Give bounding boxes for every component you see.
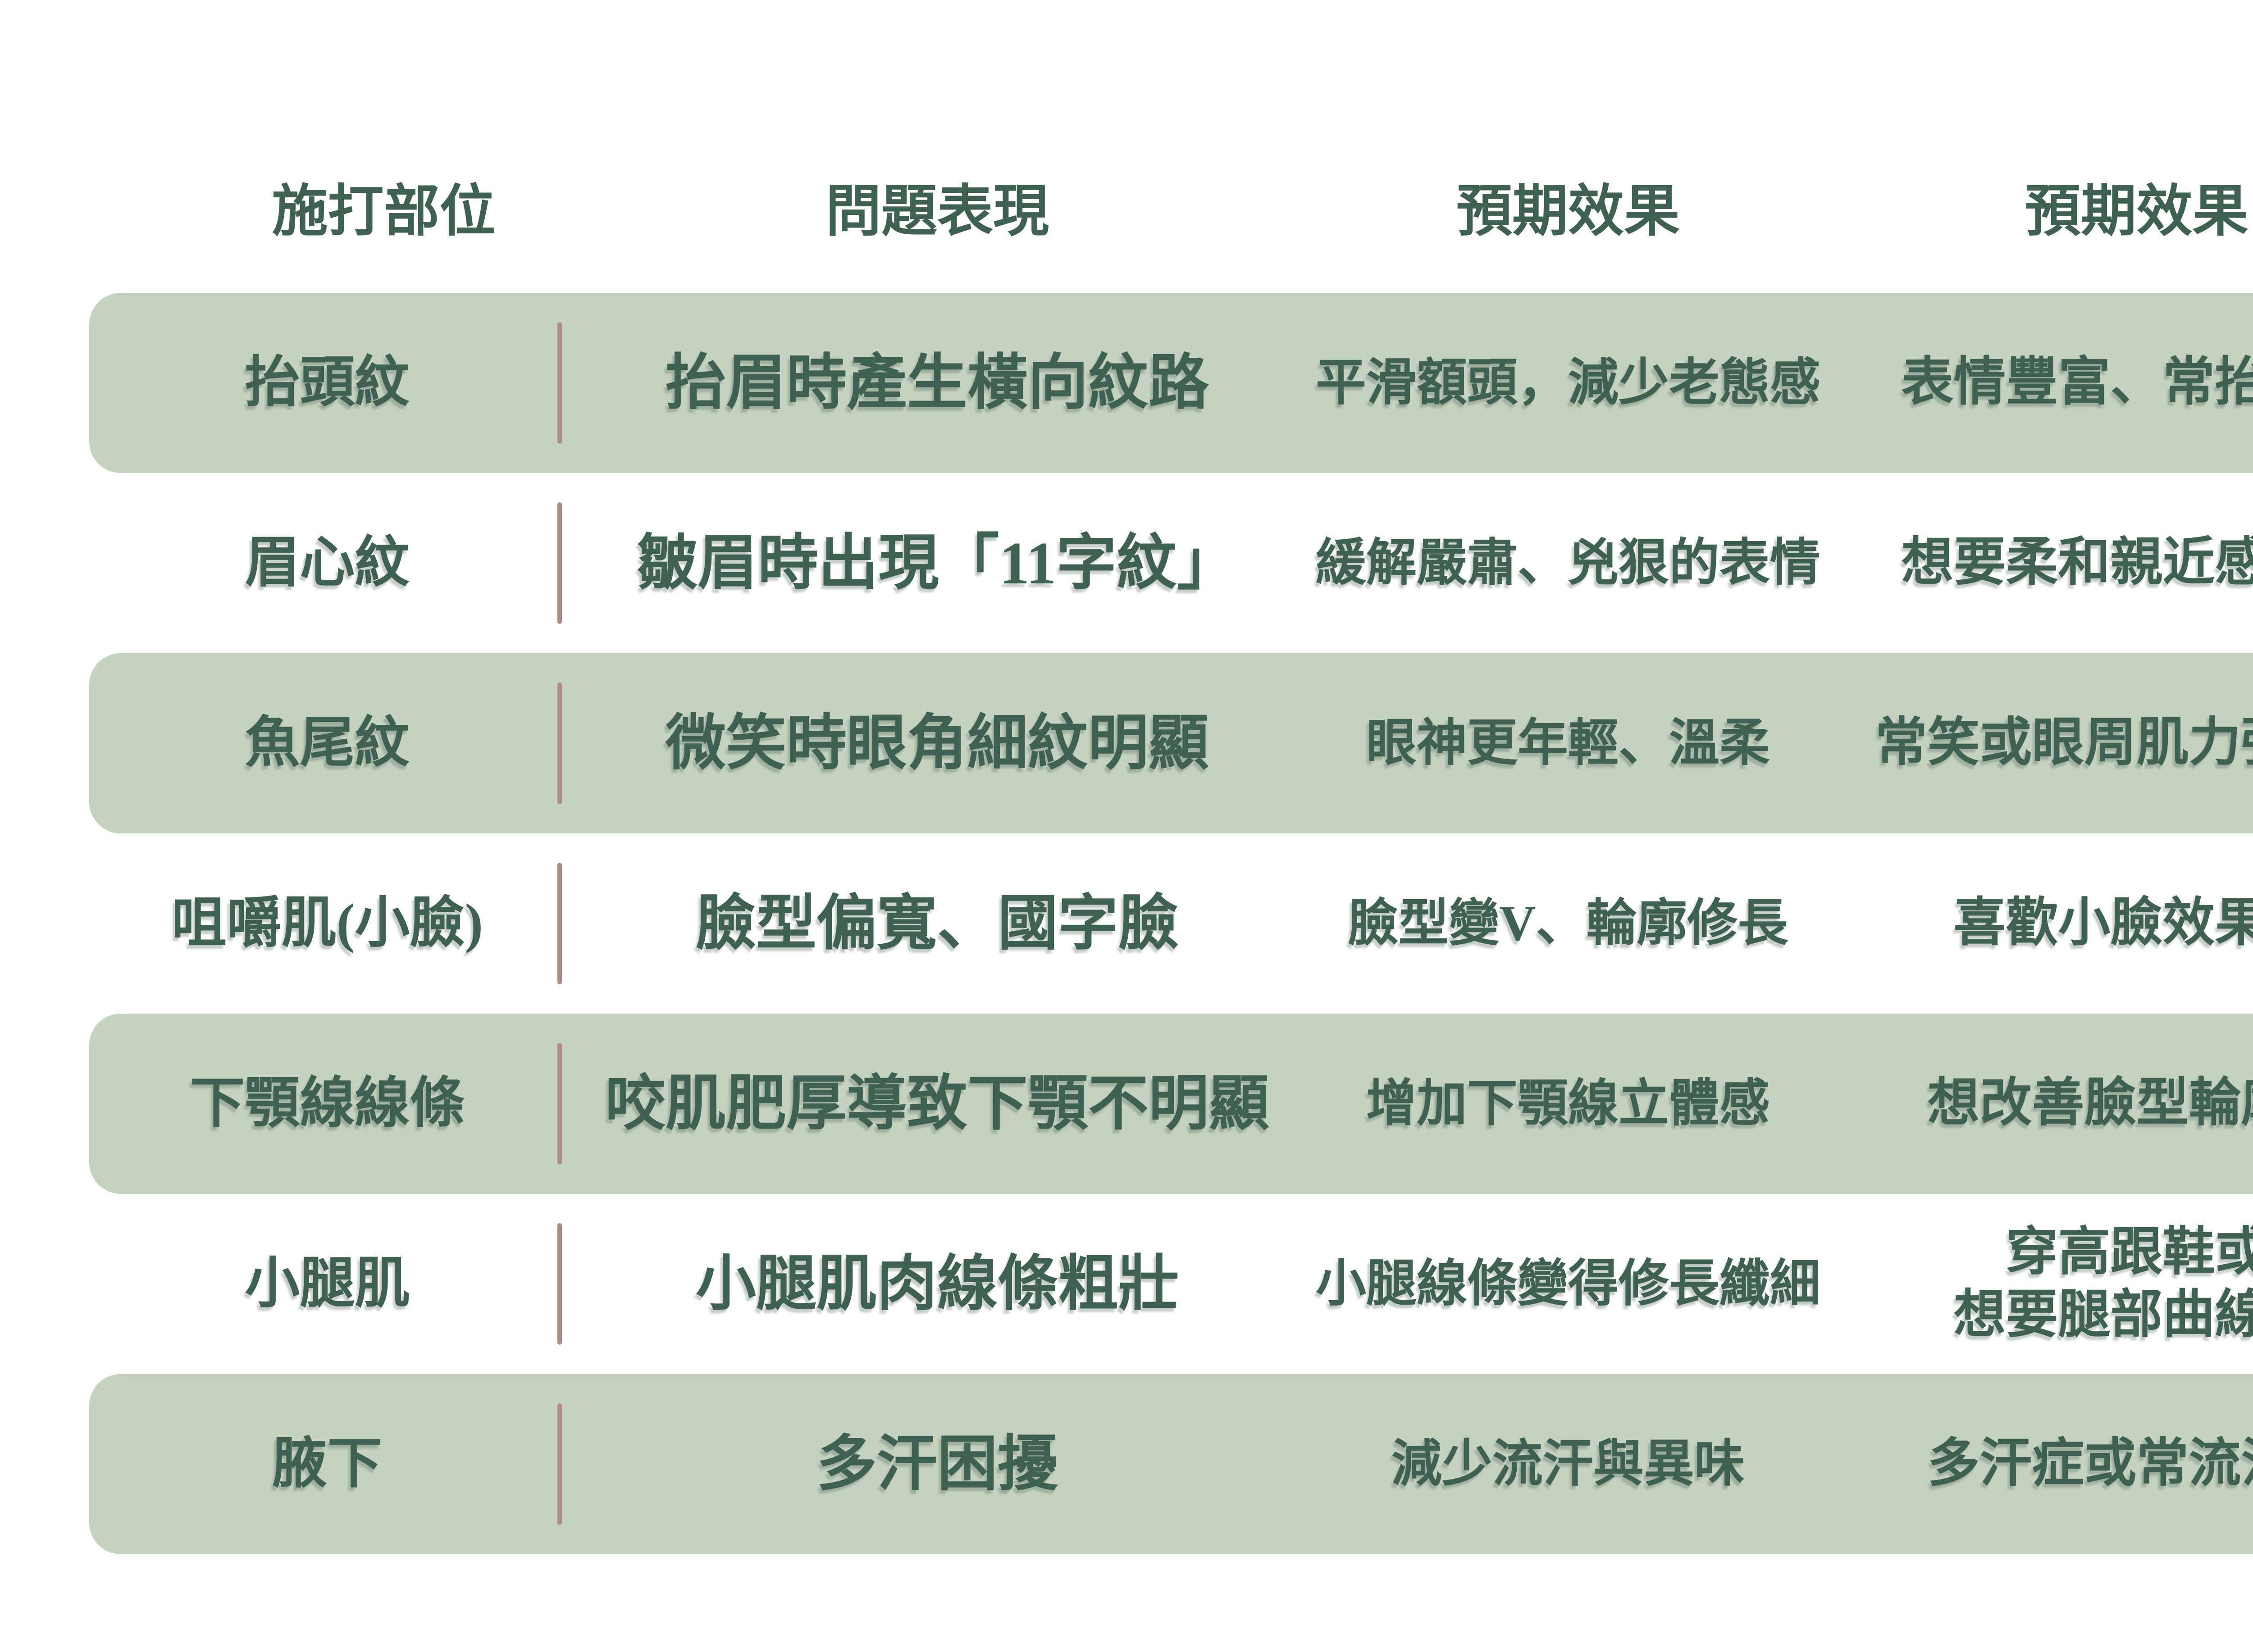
site-cell: 魚尾紋 xyxy=(245,712,410,774)
table-body: 抬頭紋 抬眉時產生橫向紋路 平滑額頭，減少老態感 表情豐富、常抬眉者 眉心紋 皺… xyxy=(89,293,2253,1554)
header-expected-effect-2: 預期效果 xyxy=(2025,180,2248,242)
site-cell: 下顎線線條 xyxy=(190,1073,465,1134)
suitable-cell: 表情豐富、常抬眉者 xyxy=(1901,354,2253,412)
column-divider xyxy=(557,863,562,984)
column-divider xyxy=(557,502,562,624)
problem-cell: 皺眉時出現「11字紋」 xyxy=(637,529,1238,596)
effect-cell: 眼神更年輕、溫柔 xyxy=(1366,715,1770,771)
effect-cell: 臉型變V、輪廓修長 xyxy=(1348,895,1788,951)
effect-cell: 平滑額頭，減少老態感 xyxy=(1316,355,1820,411)
column-divider xyxy=(557,1043,562,1165)
problem-cell: 小腿肌肉線條粗壯 xyxy=(695,1250,1179,1317)
table-row-glabellar-lines: 眉心紋 皺眉時出現「11字紋」 緩解嚴肅、兇狠的表情 想要柔和親近感的人 xyxy=(89,473,2253,653)
suitable-cell: 穿高跟鞋或 想要腿部曲線者 xyxy=(1953,1223,2253,1344)
header-expected-effect: 預期效果 xyxy=(1456,180,1680,242)
suitable-cell: 喜歡小臉效果者 xyxy=(1953,894,2253,952)
problem-cell: 臉型偏寬、國字臉 xyxy=(695,890,1179,957)
site-cell: 腋下 xyxy=(272,1433,383,1494)
header-injection-site: 施打部位 xyxy=(272,180,496,242)
table-row-masseter: 咀嚼肌(小臉) 臉型偏寬、國字臉 臉型變V、輪廓修長 喜歡小臉效果者 xyxy=(89,833,2253,1014)
suitable-cell: 想要柔和親近感的人 xyxy=(1901,534,2253,592)
effect-cell: 小腿線條變得修長纖細 xyxy=(1316,1256,1820,1312)
table-row-crows-feet: 魚尾紋 微笑時眼角細紋明顯 眼神更年輕、溫柔 常笑或眼周肌力強的人 xyxy=(89,653,2253,833)
table-row-calf-muscle: 小腿肌 小腿肌肉線條粗壯 小腿線條變得修長纖細 穿高跟鞋或 想要腿部曲線者 xyxy=(89,1194,2253,1374)
column-divider xyxy=(557,1403,562,1525)
header-problem: 問題表現 xyxy=(825,180,1049,242)
suitable-cell: 常笑或眼周肌力強的人 xyxy=(1875,714,2253,772)
column-divider xyxy=(557,322,562,444)
table-header: 施打部位 問題表現 預期效果 預期效果 xyxy=(89,158,2253,266)
site-cell: 咀嚼肌(小臉) xyxy=(171,892,483,954)
effect-cell: 減少流汗與異味 xyxy=(1391,1436,1745,1492)
site-cell: 抬頭紋 xyxy=(245,352,410,413)
problem-cell: 微笑時眼角細紋明顯 xyxy=(665,710,1209,777)
effect-cell: 增加下顎線立體感 xyxy=(1366,1075,1770,1132)
table-row-underarm: 腋下 多汗困擾 減少流汗與異味 多汗症或常流汗者 xyxy=(89,1374,2253,1554)
site-cell: 眉心紋 xyxy=(245,532,410,593)
site-cell: 小腿肌 xyxy=(245,1253,410,1314)
problem-cell: 咬肌肥厚導致下顎不明顯 xyxy=(605,1070,1269,1137)
table-row-forehead-lines: 抬頭紋 抬眉時產生橫向紋路 平滑額頭，減少老態感 表情豐富、常抬眉者 xyxy=(89,293,2253,473)
suitable-cell: 想改善臉型輪廓者 xyxy=(1927,1074,2253,1133)
table-row-jawline: 下顎線線條 咬肌肥厚導致下顎不明顯 增加下顎線立體感 想改善臉型輪廓者 xyxy=(89,1014,2253,1194)
suitable-cell: 多汗症或常流汗者 xyxy=(1927,1435,2253,1493)
column-divider xyxy=(557,683,562,804)
problem-cell: 抬眉時產生橫向紋路 xyxy=(665,349,1209,416)
problem-cell: 多汗困擾 xyxy=(816,1430,1058,1497)
column-divider xyxy=(557,1223,562,1345)
effect-cell: 緩解嚴肅、兇狠的表情 xyxy=(1316,535,1820,591)
